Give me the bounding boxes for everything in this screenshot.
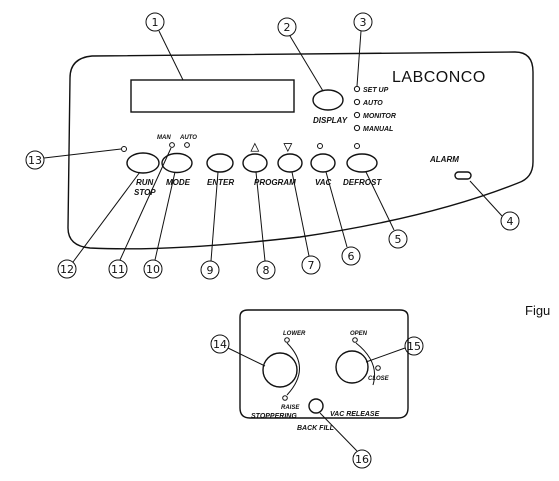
stoppering-arc xyxy=(286,342,300,396)
stop-label: STOP xyxy=(134,188,156,197)
auto-indicator-label: AUTO xyxy=(179,135,197,141)
callout-10 xyxy=(143,259,163,279)
close-led xyxy=(375,365,381,371)
led-setup-label: SET UP xyxy=(363,87,389,94)
svg-text:6: 6 xyxy=(348,250,355,263)
run-stop-button[interactable] xyxy=(126,152,160,174)
callout-15 xyxy=(404,336,424,356)
figure-label: Figu xyxy=(525,303,550,318)
man-led xyxy=(169,142,175,148)
alarm-indicator xyxy=(454,171,472,180)
led-manual-label: MANUAL xyxy=(363,126,393,133)
callout-5 xyxy=(388,229,408,249)
defrost-button[interactable] xyxy=(346,153,378,173)
raise-label: RAISE xyxy=(281,405,300,411)
raise-led xyxy=(282,395,288,401)
lcd-display xyxy=(130,79,295,113)
callout-14 xyxy=(210,334,230,354)
svg-text:8: 8 xyxy=(263,264,270,277)
svg-text:1: 1 xyxy=(152,16,159,29)
stoppering-knob[interactable] xyxy=(262,352,298,388)
up-arrow-icon: ▲ xyxy=(251,142,259,153)
program-down-button[interactable] xyxy=(277,153,303,173)
mode-button[interactable] xyxy=(161,152,193,174)
run-stop-led xyxy=(121,146,127,152)
led-monitor-label: MONITOR xyxy=(363,113,396,120)
svg-text:12: 12 xyxy=(60,263,74,276)
status-leds: SET UP AUTO MONITOR MANUAL xyxy=(353,85,396,133)
callout-13 xyxy=(25,150,45,170)
close-label: CLOSE xyxy=(368,376,390,382)
enter-button[interactable] xyxy=(206,153,234,173)
callout-2 xyxy=(277,17,297,37)
program-up-button[interactable] xyxy=(242,153,268,173)
svg-text:13: 13 xyxy=(28,154,42,167)
callout-6 xyxy=(341,246,361,266)
lower-label: LOWER xyxy=(283,331,306,337)
callout-16 xyxy=(352,449,372,469)
callout-3 xyxy=(353,12,373,32)
vac-button[interactable] xyxy=(310,153,336,173)
down-arrow-icon: ▼ xyxy=(284,142,292,153)
program-label: PROGRAM xyxy=(254,178,296,187)
svg-text:14: 14 xyxy=(213,338,227,351)
callout-8 xyxy=(256,260,276,280)
svg-text:10: 10 xyxy=(146,263,160,276)
svg-text:5: 5 xyxy=(395,233,402,246)
alarm-label: ALARM xyxy=(429,155,459,164)
open-led xyxy=(352,337,358,343)
callouts: 1 2 3 4 5 6 7 8 9 10 xyxy=(25,12,520,280)
defrost-led xyxy=(354,143,360,149)
svg-text:11: 11 xyxy=(111,263,125,276)
display-button[interactable] xyxy=(312,89,344,111)
vac-led xyxy=(317,143,323,149)
back-fill-button[interactable] xyxy=(308,398,324,414)
svg-text:3: 3 xyxy=(360,16,367,29)
callout-9 xyxy=(200,260,220,280)
man-indicator-label: MAN xyxy=(157,135,171,141)
svg-text:2: 2 xyxy=(284,21,291,34)
lower-panel-outline xyxy=(239,309,409,419)
display-label: DISPLAY xyxy=(313,116,348,125)
enter-label: ENTER xyxy=(207,178,234,187)
back-fill-label: BACK FILL xyxy=(297,425,334,432)
callout-7 xyxy=(301,255,321,275)
callout-11 xyxy=(108,259,128,279)
lower-led xyxy=(284,337,290,343)
run-label: RUN xyxy=(136,178,154,187)
svg-text:9: 9 xyxy=(207,264,214,277)
vac-release-label: VAC RELEASE xyxy=(330,411,380,418)
stoppering-label: STOPPERING xyxy=(251,413,297,420)
svg-text:15: 15 xyxy=(407,340,421,353)
vac-label: VAC xyxy=(315,178,332,187)
mode-label: MODE xyxy=(166,178,191,187)
svg-text:4: 4 xyxy=(507,215,514,228)
vac-release-knob[interactable] xyxy=(335,350,369,384)
led-auto-label: AUTO xyxy=(362,100,383,107)
main-panel-outline xyxy=(67,51,534,250)
svg-text:16: 16 xyxy=(355,453,369,466)
brand-logo: LABCONCO xyxy=(392,69,486,86)
svg-text:7: 7 xyxy=(308,259,315,272)
callout-4 xyxy=(500,211,520,231)
defrost-label: DEFROST xyxy=(343,178,382,187)
callout-1 xyxy=(145,12,165,32)
vac-release-arc xyxy=(355,342,376,386)
callout-12 xyxy=(57,259,77,279)
auto-led xyxy=(184,142,190,148)
open-label: OPEN xyxy=(350,331,368,337)
